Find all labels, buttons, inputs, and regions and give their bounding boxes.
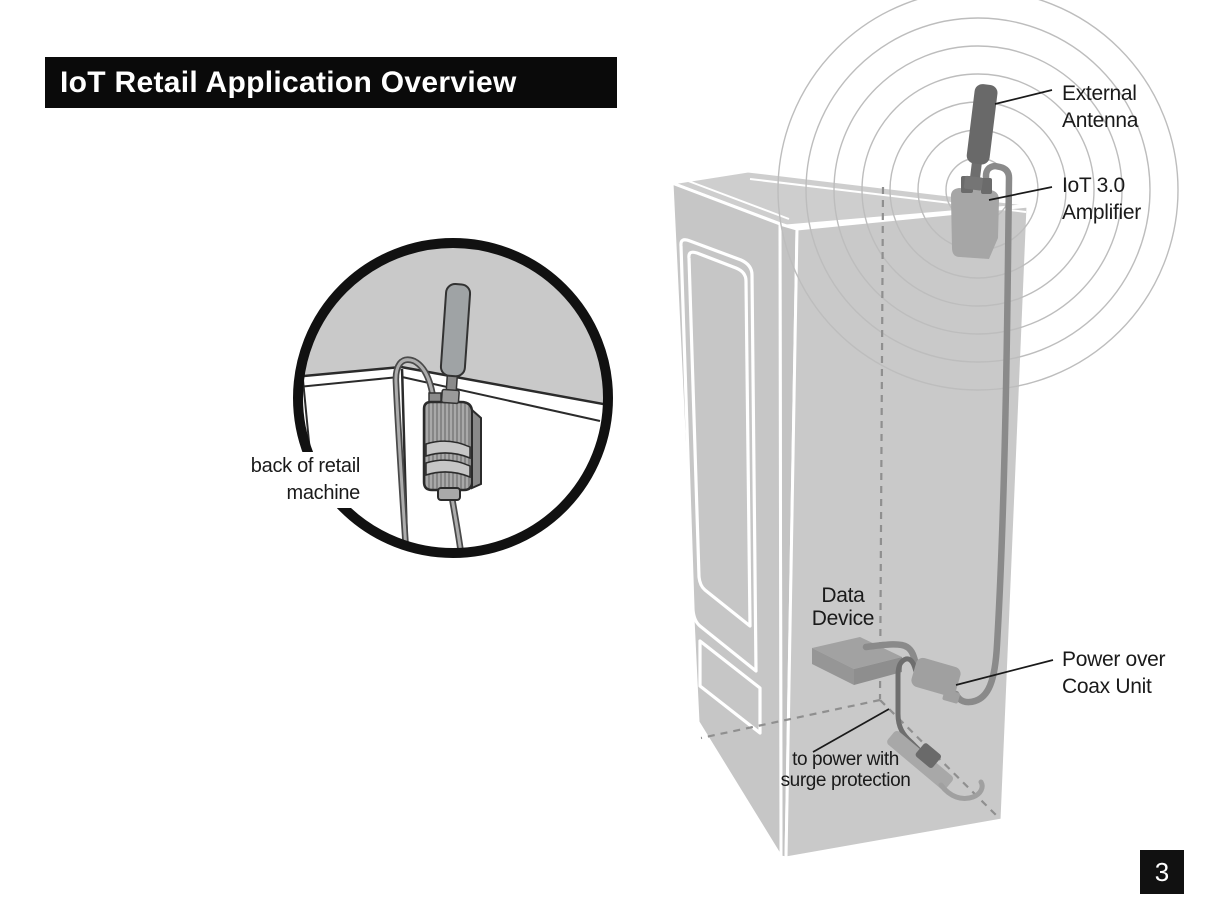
- power-cable: [895, 656, 921, 752]
- coax-cable: [952, 162, 1013, 706]
- label-power-over-coax: Power over Coax Unit: [1062, 648, 1166, 698]
- callout-ring: [293, 238, 613, 558]
- retail-machine-illustration: [670, 169, 1035, 860]
- machine-door-outline: [679, 238, 758, 673]
- callout-cable-left: [392, 356, 437, 553]
- label-back-of-retail-machine: back of retail machine: [234, 452, 362, 508]
- leader-lines: [812, 89, 1054, 753]
- callout-amplifier: [422, 392, 482, 501]
- strip-cord: [938, 779, 985, 801]
- label-data-device: Data Device: [811, 584, 875, 630]
- label-external-antenna: External Antenna: [1062, 82, 1139, 132]
- machine-door-inner-outline: [687, 250, 752, 628]
- callout-antenna: [439, 283, 472, 405]
- machine-back-face: [784, 204, 1030, 860]
- machine-kick-panel: [698, 639, 762, 735]
- power-over-coax-unit: [911, 657, 961, 704]
- label-iot-amplifier: IoT 3.0 Amplifier: [1062, 174, 1141, 224]
- callout-circle: [293, 238, 613, 558]
- external-antenna: [963, 84, 998, 191]
- data-cable: [862, 641, 920, 669]
- page-title: IoT Retail Application Overview: [45, 57, 617, 108]
- surge-protector-strip: [887, 730, 985, 801]
- data-device: [812, 637, 902, 685]
- power-plug: [915, 743, 941, 768]
- label-power-surge: to power with surge protection: [780, 749, 911, 791]
- page-number: 3: [1140, 850, 1184, 894]
